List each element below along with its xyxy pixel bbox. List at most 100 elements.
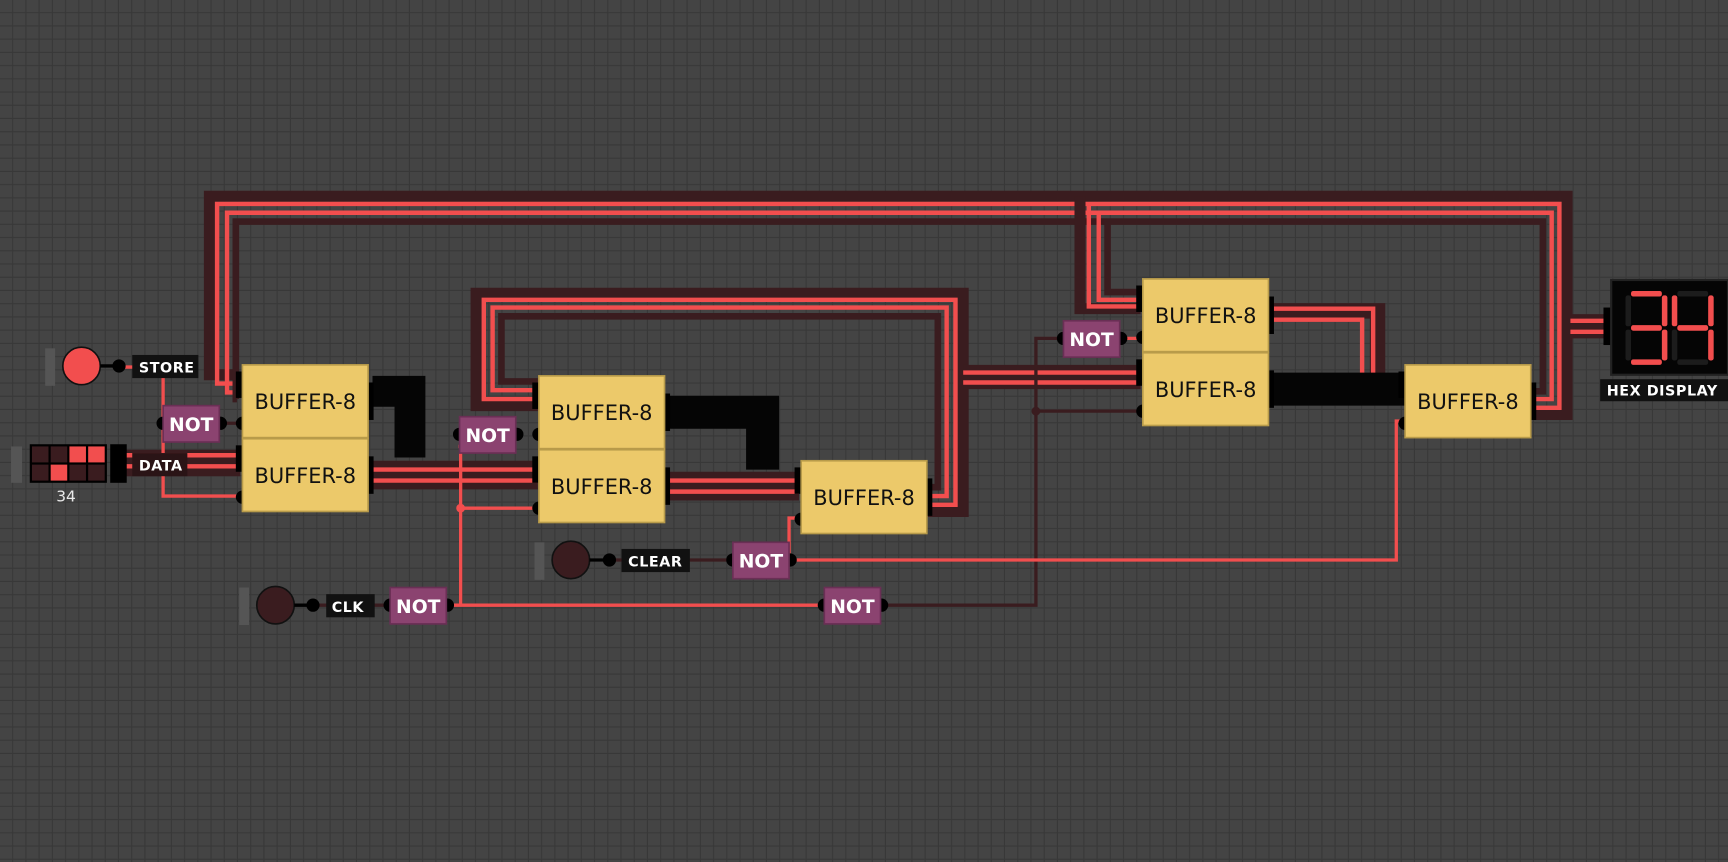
data-bit-toggle[interactable] bbox=[31, 464, 49, 481]
data-bit-toggle[interactable] bbox=[69, 446, 86, 463]
buffer-output-port[interactable] bbox=[663, 467, 671, 505]
buffer-output-port[interactable] bbox=[366, 382, 374, 420]
data-bit-toggle[interactable] bbox=[50, 446, 68, 463]
wire-bus-top-left-bit2[interactable] bbox=[224, 210, 1554, 402]
buffer-mid-out[interactable]: BUFFER-8 bbox=[794, 459, 933, 535]
buffer-input-port[interactable] bbox=[794, 467, 802, 494]
wire-bus-top-right-bit3[interactable] bbox=[1104, 221, 1141, 296]
wire-bus-top-right-bit1[interactable] bbox=[1086, 203, 1141, 309]
clear-button[interactable] bbox=[551, 540, 591, 580]
wire-junction bbox=[456, 503, 466, 513]
buffer-body[interactable] bbox=[538, 375, 666, 450]
buffer-output-port[interactable] bbox=[663, 393, 671, 431]
not-right[interactable]: NOT bbox=[1056, 319, 1128, 358]
hex-screen bbox=[1610, 278, 1728, 376]
data-bit-toggle[interactable] bbox=[31, 446, 49, 463]
buffer-output-port[interactable] bbox=[1267, 296, 1274, 334]
segment-b bbox=[1708, 295, 1714, 327]
buffer-output-port[interactable] bbox=[366, 456, 374, 494]
data-bit-toggle[interactable] bbox=[88, 446, 105, 463]
buffer-input-port[interactable] bbox=[532, 382, 539, 409]
hex-display[interactable]: HEX DISPLAY bbox=[1600, 278, 1728, 402]
data-handle[interactable] bbox=[11, 446, 23, 483]
hex-port[interactable] bbox=[1603, 307, 1613, 346]
not-body[interactable] bbox=[162, 404, 221, 443]
black-bus-mid[interactable] bbox=[667, 395, 780, 470]
wire-bus-top-right-bit2[interactable] bbox=[1096, 212, 1141, 303]
wire-bus-top-left-bit3[interactable] bbox=[232, 218, 1547, 403]
hex-digit bbox=[1625, 291, 1668, 365]
buffer-body[interactable] bbox=[1404, 364, 1532, 439]
wire-bus-top-left-outer[interactable] bbox=[203, 190, 1573, 420]
not-body[interactable] bbox=[389, 586, 448, 625]
store-switch[interactable]: STORE bbox=[45, 346, 199, 386]
buffer-output-port[interactable] bbox=[925, 478, 933, 516]
buffer-input-port[interactable] bbox=[1398, 371, 1406, 398]
data-input[interactable]: DATA 34 bbox=[11, 444, 188, 506]
buffer-right-lower[interactable]: BUFFER-8 bbox=[1136, 351, 1274, 427]
buffer-output-port[interactable] bbox=[1529, 382, 1537, 420]
clk-button[interactable] bbox=[255, 585, 296, 625]
buffer-label: BUFFER-8 bbox=[254, 390, 356, 414]
wire-right-small-bit2[interactable] bbox=[1272, 317, 1365, 377]
buffer-input-port[interactable] bbox=[532, 456, 539, 483]
clk-switch[interactable]: CLK bbox=[239, 585, 375, 626]
buffer-output-port[interactable] bbox=[1267, 370, 1274, 408]
data-port[interactable] bbox=[110, 444, 127, 483]
wire-not-clk2-out[interactable] bbox=[881, 336, 1141, 607]
buffer-final[interactable]: BUFFER-8 bbox=[1398, 364, 1537, 439]
data-value: 34 bbox=[56, 488, 76, 506]
not-label: NOT bbox=[830, 597, 875, 618]
black-bus-left[interactable] bbox=[372, 375, 426, 458]
not-mid[interactable]: NOT bbox=[452, 415, 524, 454]
wire-bus-mid-bit2[interactable] bbox=[490, 305, 949, 499]
buffer-body[interactable] bbox=[241, 437, 369, 513]
clear-handle[interactable] bbox=[534, 542, 545, 580]
not-label: NOT bbox=[396, 597, 441, 618]
data-bit-toggle[interactable] bbox=[50, 464, 68, 481]
wire-bus-mid-bit3[interactable] bbox=[498, 313, 942, 491]
clear-switch[interactable]: CLEAR bbox=[534, 540, 690, 580]
wire-bus-top-left-bit1[interactable] bbox=[214, 201, 1562, 411]
store-handle[interactable] bbox=[45, 348, 56, 386]
segment-d bbox=[1631, 359, 1662, 365]
not-clear[interactable]: NOT bbox=[726, 541, 797, 580]
buffer-mid-lower[interactable]: BUFFER-8 bbox=[532, 448, 671, 524]
buffer-body[interactable] bbox=[538, 448, 666, 524]
data-bit-toggle[interactable] bbox=[69, 464, 86, 481]
buffer-body[interactable] bbox=[1141, 351, 1270, 427]
store-port[interactable] bbox=[112, 359, 126, 373]
buffer-body[interactable] bbox=[241, 364, 369, 439]
not-body[interactable] bbox=[732, 541, 790, 580]
clear-port[interactable] bbox=[602, 553, 617, 567]
data-bit-toggle[interactable] bbox=[88, 464, 105, 481]
buffer-input-port[interactable] bbox=[235, 371, 243, 398]
not-body[interactable] bbox=[823, 586, 882, 625]
wire-right-small-bit1[interactable] bbox=[1272, 306, 1376, 377]
buffer-input-port[interactable] bbox=[1136, 359, 1143, 386]
buffer-input-port[interactable] bbox=[235, 445, 243, 472]
buffer-body[interactable] bbox=[1141, 278, 1270, 353]
data-label: DATA bbox=[139, 459, 183, 475]
not-clk[interactable]: NOT bbox=[383, 586, 455, 625]
clk-label: CLK bbox=[332, 600, 365, 616]
wire-bus-mid-bit1[interactable] bbox=[481, 297, 958, 508]
wire-bus-mid-outer[interactable] bbox=[470, 287, 969, 517]
buffer-store-upper[interactable]: BUFFER-8 bbox=[235, 364, 374, 439]
buffer-mid-upper[interactable]: BUFFER-8 bbox=[532, 375, 671, 450]
buffer-right-upper[interactable]: BUFFER-8 bbox=[1136, 278, 1274, 353]
store-button[interactable] bbox=[61, 346, 102, 386]
buffer-input-port[interactable] bbox=[1136, 285, 1143, 312]
buffer-body[interactable] bbox=[800, 459, 928, 535]
buffer-label: BUFFER-8 bbox=[1417, 390, 1519, 414]
not-store[interactable]: NOT bbox=[156, 404, 228, 443]
segment-c bbox=[1661, 329, 1668, 361]
buffer-store-lower[interactable]: BUFFER-8 bbox=[235, 437, 374, 513]
not-clk-2[interactable]: NOT bbox=[817, 586, 889, 625]
not-body[interactable] bbox=[458, 415, 517, 454]
not-body[interactable] bbox=[1062, 319, 1121, 358]
clk-port[interactable] bbox=[306, 598, 320, 612]
clk-handle[interactable] bbox=[239, 587, 250, 626]
segment-g bbox=[1631, 325, 1662, 331]
